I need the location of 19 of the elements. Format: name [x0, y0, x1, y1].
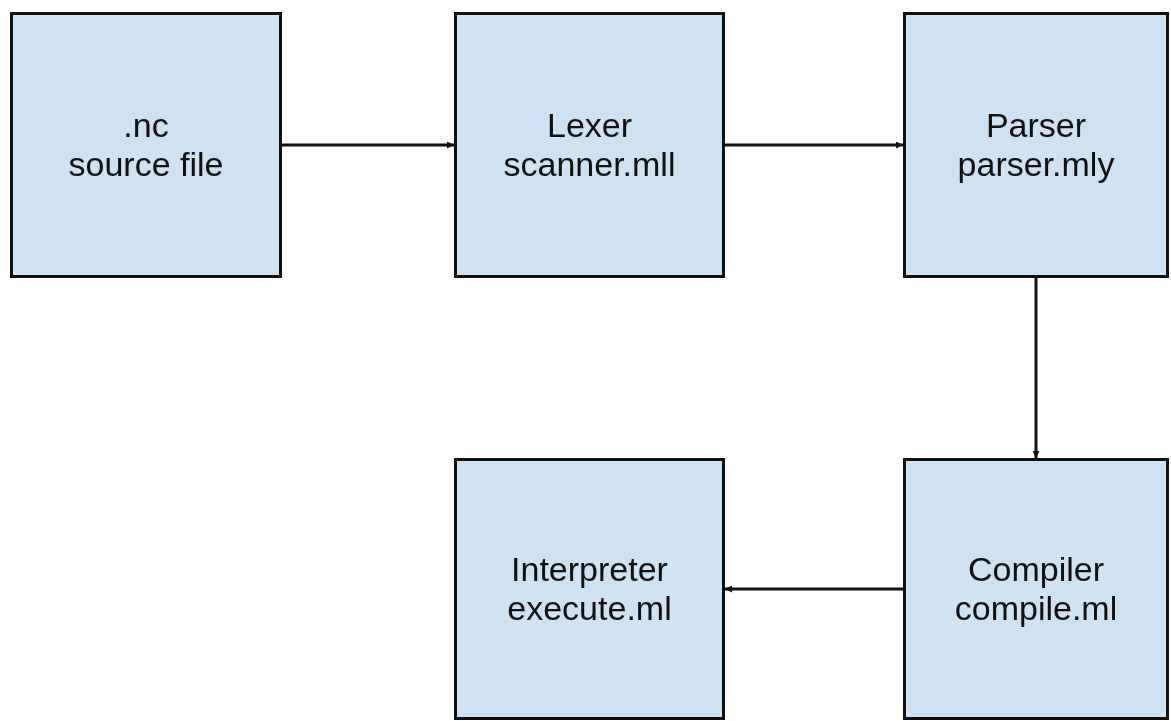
- box-text: Parser: [985, 106, 1087, 145]
- process-box: [454, 458, 725, 720]
- process-box: [903, 458, 1169, 720]
- box-text: parser.mly: [957, 145, 1115, 184]
- arrow: [725, 141, 903, 149]
- box-text: Interpreter: [511, 550, 668, 589]
- box-text: scanner.mll: [503, 145, 676, 184]
- process-box: [903, 12, 1169, 278]
- arrow: [1032, 278, 1040, 458]
- box-text: source file: [68, 145, 224, 184]
- box-text: compile.ml: [954, 589, 1118, 628]
- box-text: Lexer: [546, 106, 633, 145]
- arrow: [725, 585, 903, 593]
- process-box: [10, 12, 282, 278]
- box-text: .nc: [123, 106, 169, 145]
- process-box: [454, 12, 725, 278]
- arrow: [282, 141, 454, 149]
- box-text: execute.ml: [507, 589, 672, 628]
- box-text: Compiler: [967, 550, 1104, 589]
